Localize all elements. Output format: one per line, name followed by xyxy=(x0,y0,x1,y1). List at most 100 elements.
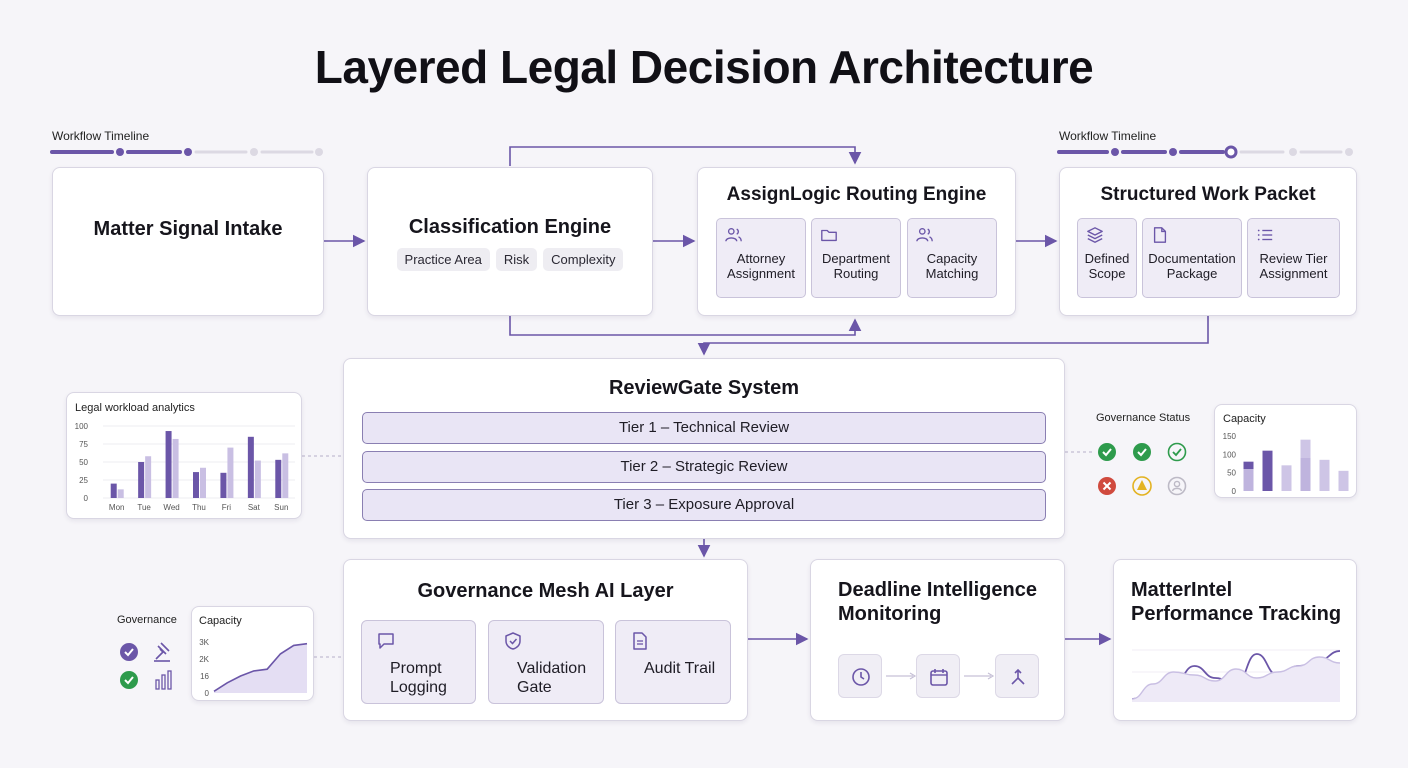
y-tick-label: 0 xyxy=(84,494,89,503)
check-icon xyxy=(120,671,138,689)
bar xyxy=(1300,439,1311,491)
packet-item-label: Documentation Package xyxy=(1148,251,1236,281)
y-tick-label: 50 xyxy=(1227,469,1236,478)
layers-icon xyxy=(1087,227,1103,243)
y-tick-label: 150 xyxy=(1223,432,1237,441)
governance-status-label: Governance Status xyxy=(1096,412,1191,424)
bar xyxy=(247,436,254,498)
bar xyxy=(220,472,227,498)
timeline-left-track xyxy=(50,148,323,156)
routing-item-label: Attorney Assignment xyxy=(727,251,795,281)
y-tick-label: 0 xyxy=(205,689,210,698)
packet-item-label: Review Tier Assignment xyxy=(1259,251,1328,281)
area-fill xyxy=(214,643,307,693)
message-icon xyxy=(378,633,394,649)
governance-left-icons xyxy=(120,642,172,690)
routing-item-label: Department Routing xyxy=(822,251,890,281)
x-tick-label: Mon xyxy=(109,503,125,512)
routing-title: AssignLogic Routing Engine xyxy=(726,184,987,205)
bar xyxy=(275,459,282,498)
y-tick-label: 16 xyxy=(200,672,209,681)
timeline-left-label: Workflow Timeline xyxy=(52,129,150,143)
tag-complexity: Complexity xyxy=(543,248,624,271)
bar xyxy=(193,472,199,498)
routing-item-department[interactable]: Department Routing xyxy=(811,218,901,298)
mesh-item-validation-gate[interactable]: Validation Gate xyxy=(488,620,604,704)
y-tick-label: 100 xyxy=(1223,450,1237,459)
packet-item-label: Defined Scope xyxy=(1084,251,1130,281)
area-line xyxy=(213,642,308,692)
work-packet-card[interactable]: Structured Work Packet Defined Scope Doc… xyxy=(1059,167,1357,316)
routing-engine-card[interactable]: AssignLogic Routing Engine Attorney Assi… xyxy=(697,167,1016,316)
deadline-branch-box[interactable] xyxy=(995,654,1039,698)
document-icon xyxy=(633,632,647,650)
routing-item-capacity[interactable]: Capacity Matching xyxy=(907,218,997,298)
check-purple-icon xyxy=(120,643,138,661)
deadline-calendar-box[interactable] xyxy=(916,654,960,698)
bar xyxy=(117,489,124,498)
y-tick-label: 50 xyxy=(79,458,88,467)
bar xyxy=(282,453,289,498)
bar xyxy=(145,456,152,498)
y-tick-label: 100 xyxy=(75,422,89,431)
capacity-right-chart: 150 100 50 0 xyxy=(1223,432,1349,496)
y-tick-label: 0 xyxy=(1232,487,1237,496)
governance-mesh-card[interactable]: Governance Mesh AI Layer Prompt Logging … xyxy=(343,559,748,721)
classification-title: Classification Engine xyxy=(408,216,612,238)
bar xyxy=(1281,465,1292,491)
y-tick-label: 75 xyxy=(79,440,88,449)
mesh-item-audit-trail[interactable]: Audit Trail xyxy=(615,620,731,704)
x-tick-label: Thu xyxy=(192,503,206,512)
matterintel-chart xyxy=(1131,649,1341,702)
bar xyxy=(227,447,234,498)
y-tick-label: 3K xyxy=(199,638,209,647)
reviewgate-card[interactable]: ReviewGate System Tier 1 – Technical Rev… xyxy=(343,358,1065,539)
list-icon xyxy=(1257,229,1273,241)
mesh-item-prompt-logging[interactable]: Prompt Logging xyxy=(361,620,476,704)
packet-item-documentation[interactable]: Documentation Package xyxy=(1142,218,1242,298)
deadline-clock-box[interactable] xyxy=(838,654,882,698)
document-icon xyxy=(1153,227,1167,243)
branch-icon xyxy=(1011,668,1025,685)
arrow-packet-reviewgate xyxy=(697,316,1209,356)
mesh-item-label: Validation Gate xyxy=(517,660,587,696)
arrow-bottom-loop xyxy=(509,316,862,336)
tier-1[interactable]: Tier 1 – Technical Review xyxy=(362,412,1046,444)
tier-2[interactable]: Tier 2 – Strategic Review xyxy=(362,451,1046,483)
bar xyxy=(172,438,179,498)
bar xyxy=(1338,470,1349,491)
clock-icon xyxy=(852,668,870,686)
users-icon xyxy=(916,228,933,242)
packet-item-scope[interactable]: Defined Scope xyxy=(1077,218,1137,298)
packet-item-review-tier[interactable]: Review Tier Assignment xyxy=(1247,218,1340,298)
governance-mesh-title: Governance Mesh AI Layer xyxy=(417,580,674,602)
intake-title: Matter Signal Intake xyxy=(93,218,283,240)
series-line xyxy=(1131,656,1341,700)
matterintel-title: MatterIntel Performance Tracking xyxy=(1131,579,1342,625)
bar xyxy=(1262,450,1273,491)
matterintel-card[interactable]: MatterIntel Performance Tracking xyxy=(1113,559,1357,721)
deadline-card[interactable]: Deadline Intelligence Monitoring xyxy=(810,559,1065,721)
matter-signal-intake-card[interactable]: Matter Signal Intake xyxy=(52,167,324,316)
check-outline-icon xyxy=(1167,442,1187,462)
x-tick-label: Wed xyxy=(163,503,179,512)
y-tick-label: 25 xyxy=(79,476,88,485)
folder-icon xyxy=(821,229,837,242)
bar-chart-icon xyxy=(155,670,172,690)
tier-3[interactable]: Tier 3 – Exposure Approval xyxy=(362,489,1046,521)
users-icon xyxy=(725,228,742,242)
bar xyxy=(200,467,206,498)
error-icon xyxy=(1098,477,1116,495)
warning-icon xyxy=(1132,476,1152,496)
governance-status-icons xyxy=(1098,442,1187,496)
bar xyxy=(165,431,172,498)
routing-item-attorney[interactable]: Attorney Assignment xyxy=(716,218,806,298)
x-tick-label: Sat xyxy=(248,503,261,512)
tag-risk: Risk xyxy=(495,248,538,271)
